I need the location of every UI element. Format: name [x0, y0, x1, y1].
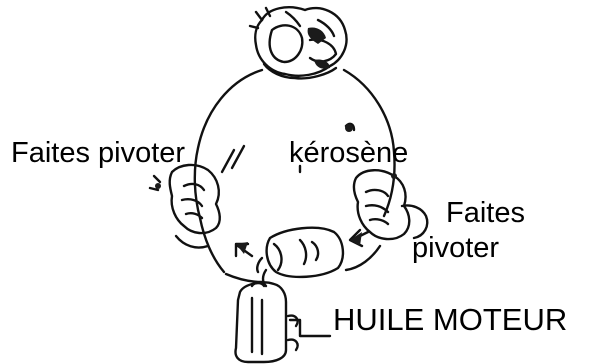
- left-hand-rotating-icon: [148, 144, 246, 249]
- oil-label-leader-line: [288, 318, 332, 338]
- top-hands-with-can-icon: [248, 6, 348, 80]
- rotate-right-label-line1: Faites: [446, 197, 525, 229]
- pouring-can-icon: [256, 226, 345, 288]
- kerosene-label: kérosène: [289, 137, 409, 169]
- rotate-left-label: Faites pivoter: [11, 137, 186, 169]
- circular-outline-icon: [193, 68, 396, 274]
- engine-oil-label: HUILE MOTEUR: [333, 302, 568, 337]
- rotate-right-label-line2: pivoter: [412, 232, 500, 264]
- oil-container-icon: [234, 281, 299, 364]
